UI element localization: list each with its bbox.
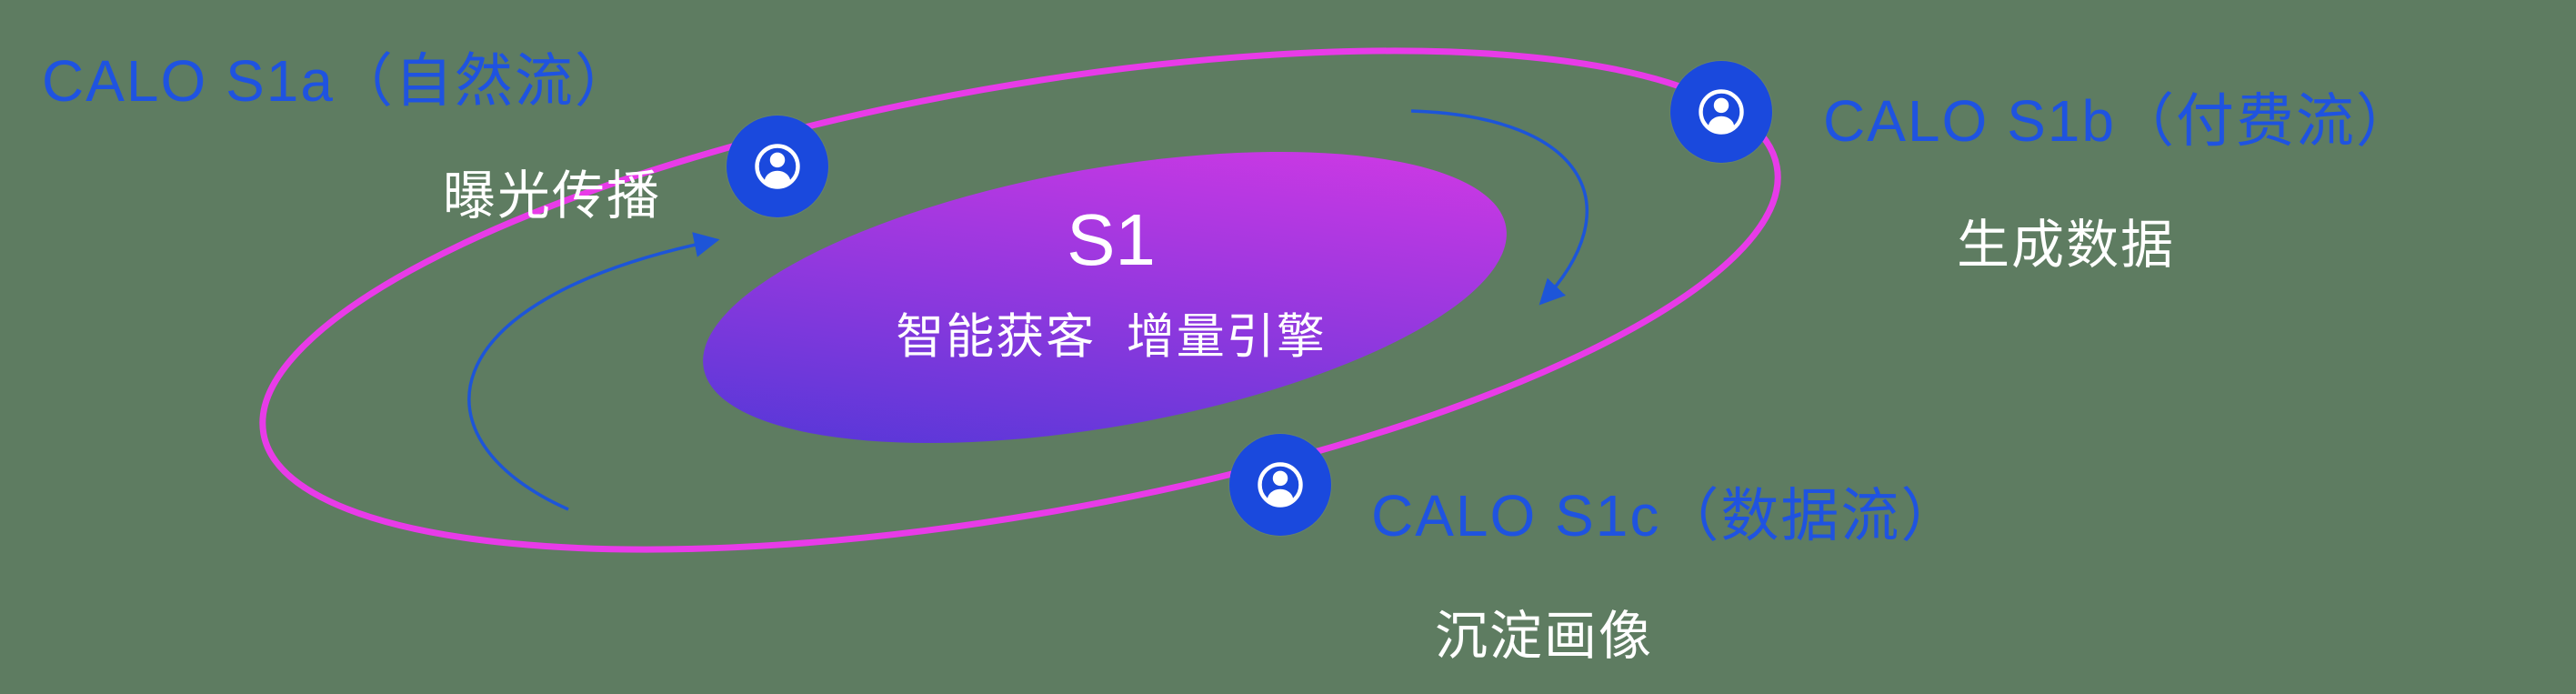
user-icon	[743, 132, 812, 201]
node-badge-s1a	[727, 116, 828, 217]
node-label-s1c: CALO S1c（数据流）	[1371, 483, 1961, 548]
cycle-arrow-left	[467, 232, 720, 511]
node-sublabel-s1b: 生成数据	[1957, 216, 2176, 275]
node-badge-s1b	[1670, 61, 1772, 163]
core-subtitle: 智能获客 增量引擎	[896, 310, 1327, 364]
node-label-s1a: CALO S1a（自然流）	[42, 48, 635, 114]
user-icon	[1246, 450, 1315, 519]
node-label-s1b: CALO S1b（付费流）	[1823, 88, 2416, 154]
node-sublabel-s1c: 沉淀画像	[1435, 607, 1654, 666]
orbit-ellipse	[259, 47, 1781, 553]
node-badge-s1c	[1229, 434, 1331, 536]
core-title: S1	[1067, 199, 1156, 280]
node-sublabel-s1a: 曝光传播	[443, 166, 662, 226]
user-icon	[1687, 77, 1756, 146]
core-gradient-ellipse	[703, 151, 1507, 444]
cycle-arrow-right	[1410, 109, 1589, 306]
